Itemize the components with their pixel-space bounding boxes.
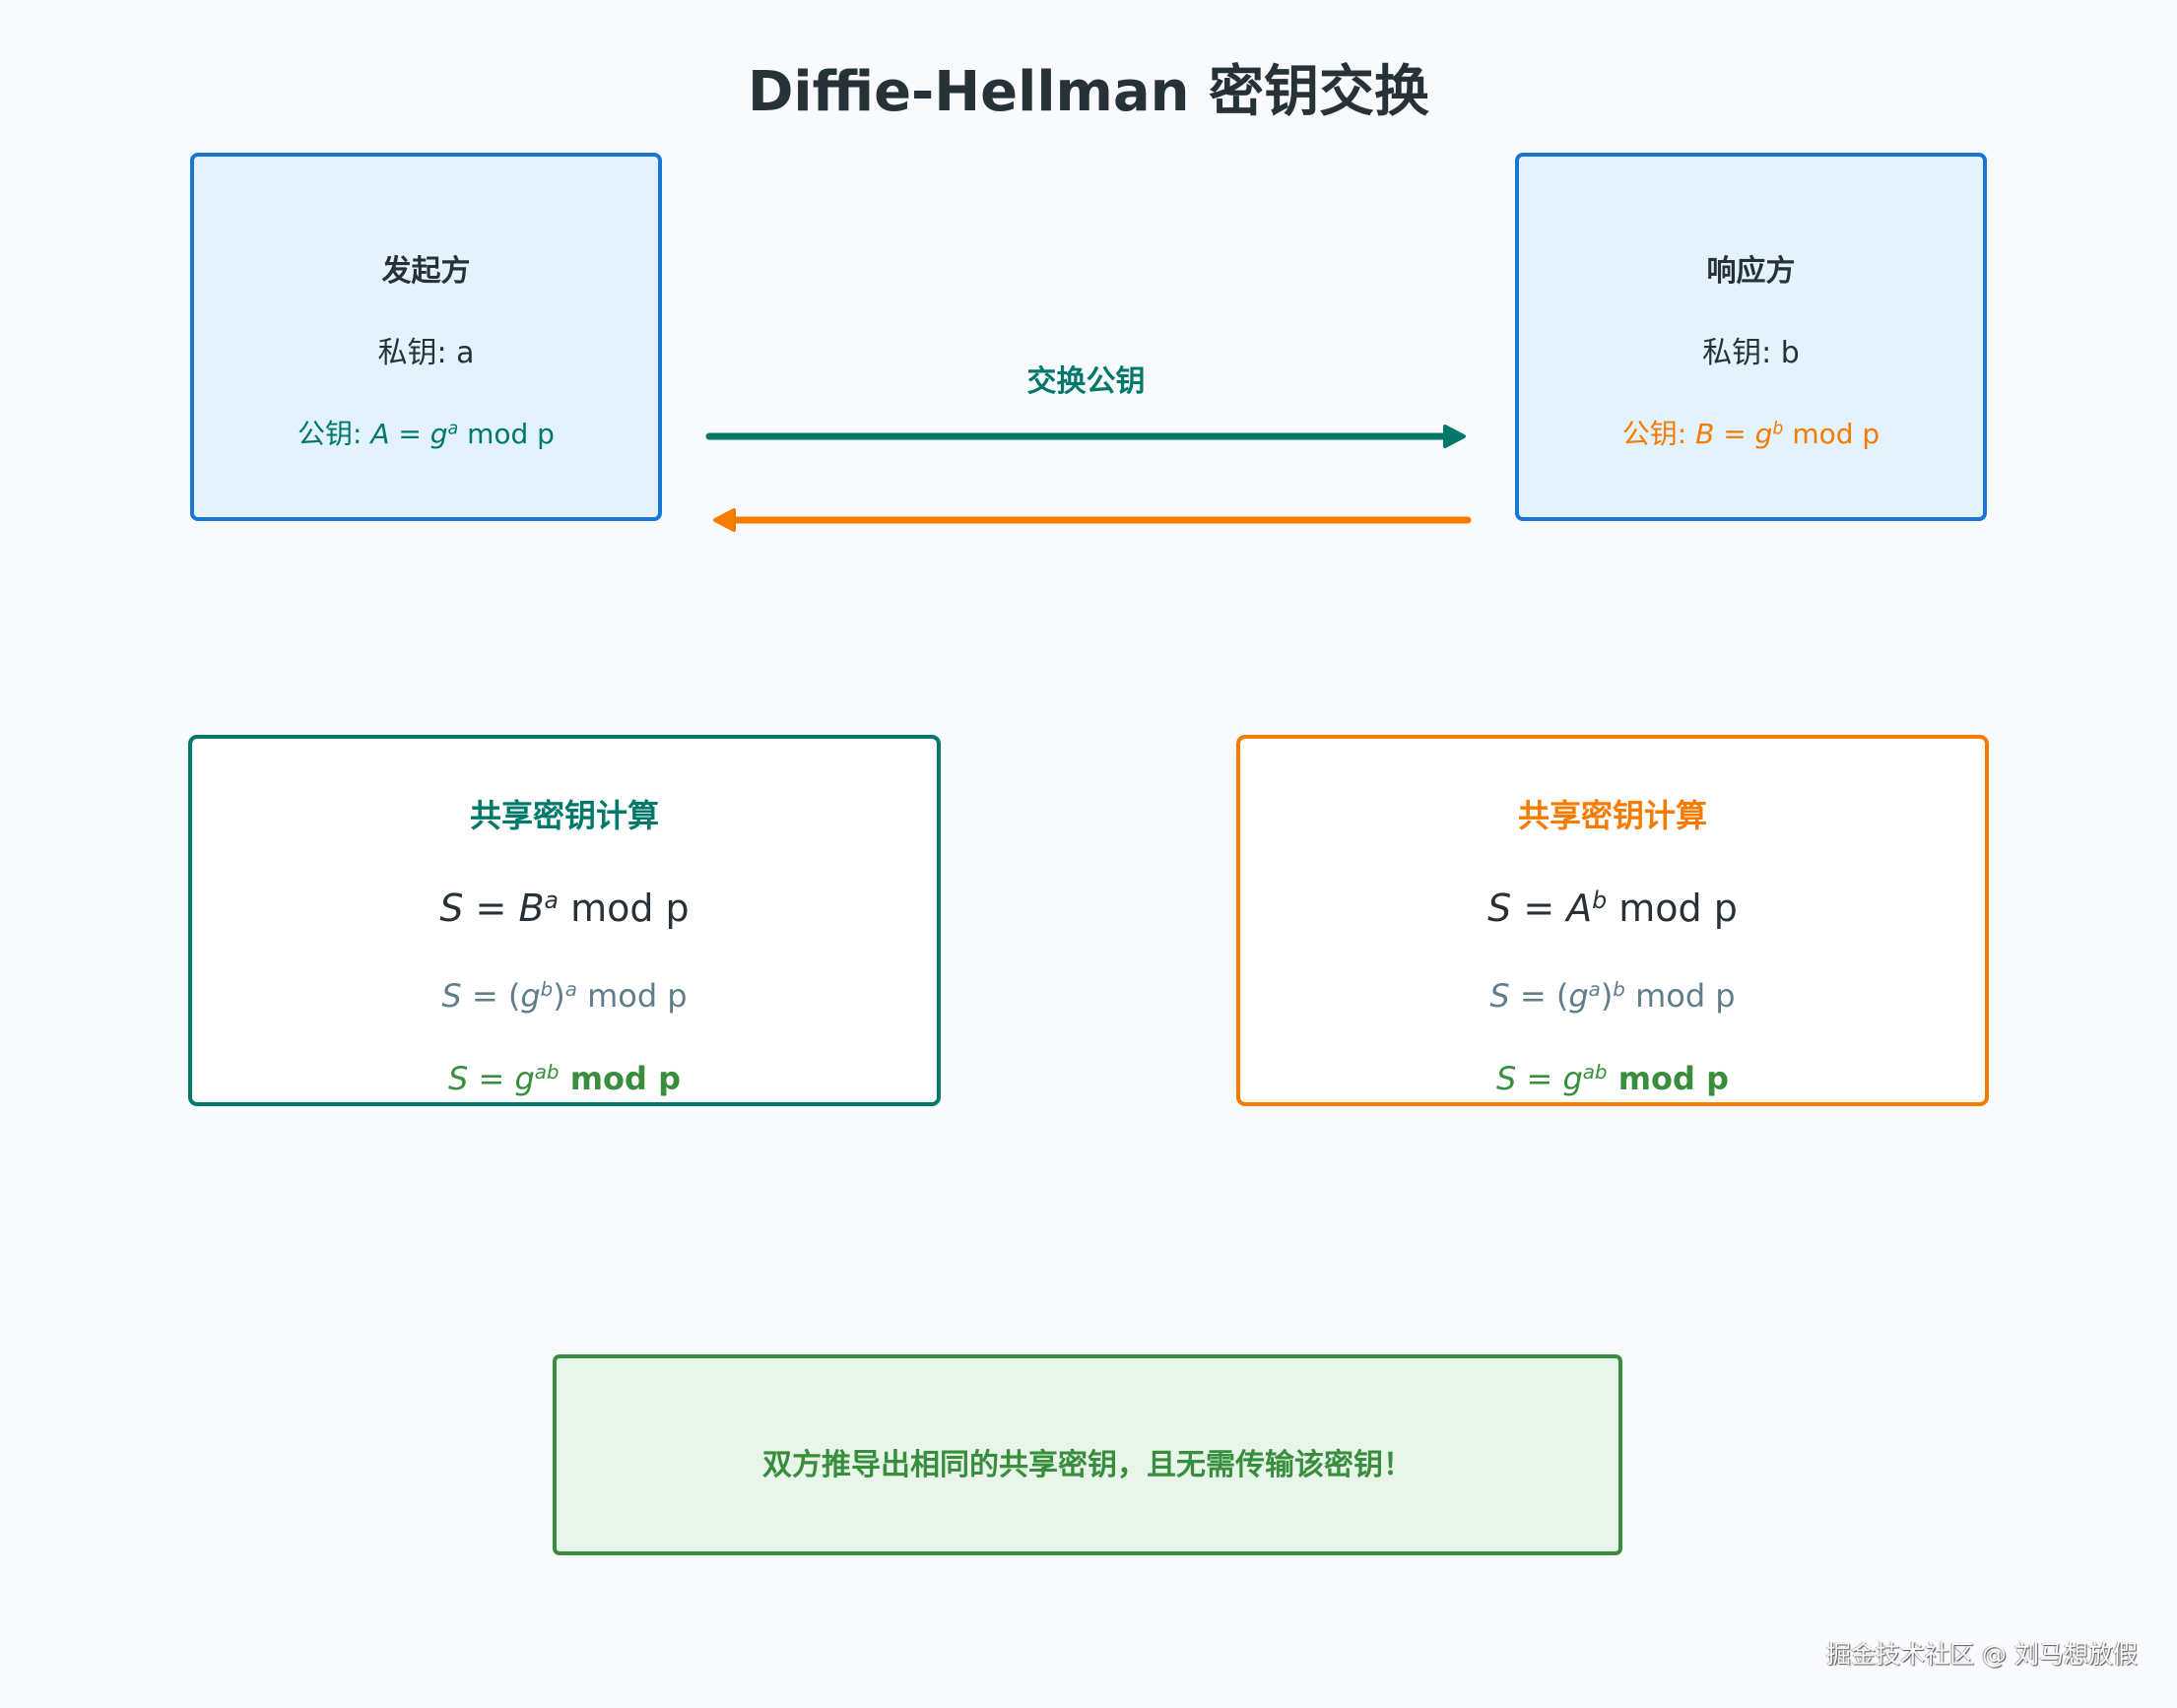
responder-private-key: 私钥: b [1702, 336, 1800, 370]
initiator-heading: 发起方 [381, 254, 471, 289]
watermark: 掘金技术社区 @ 刘马想放假 [1826, 1640, 2138, 1669]
responder-calc-line2: S = (ga)b mod p [1489, 977, 1736, 1015]
responder-calc-line1: S = Ab mod p [1487, 887, 1738, 930]
back-arrow-icon [713, 508, 1472, 532]
summary-text: 双方推导出相同的共享密钥，且无需传输该密钥！ [762, 1448, 1413, 1482]
responder-calc-box: 共享密钥计算 S = Ab mod p S = (ga)b mod p S = … [1236, 735, 1989, 1106]
responder-heading: 响应方 [1706, 254, 1796, 289]
initiator-calc-box: 共享密钥计算 S = Ba mod p S = (gb)a mod p S = … [188, 735, 941, 1106]
initiator-calc-line2: S = (gb)a mod p [441, 977, 688, 1015]
responder-public-key: 公钥: B = gb mod p [1621, 418, 1880, 450]
initiator-calc-heading: 共享密钥计算 [469, 797, 659, 834]
initiator-public-key: 公钥: A = ga mod p [297, 418, 555, 450]
forward-arrow-icon [705, 425, 1466, 448]
summary-box: 双方推导出相同的共享密钥，且无需传输该密钥！ [553, 1354, 1622, 1555]
initiator-calc-line1: S = Ba mod p [439, 887, 690, 930]
responder-calc-result: S = gab mod p [1496, 1060, 1729, 1097]
initiator-private-key: 私钥: a [377, 336, 475, 370]
initiator-calc-result: S = gab mod p [448, 1060, 681, 1097]
responder-box: 响应方 私钥: b 公钥: B = gb mod p [1515, 153, 1987, 521]
exchange-label: 交换公钥 [1026, 364, 1146, 399]
initiator-box: 发起方 私钥: a 公钥: A = ga mod p [190, 153, 662, 521]
responder-calc-heading: 共享密钥计算 [1517, 797, 1707, 834]
diagram-title: Diffie-Hellman 密钥交换 [747, 60, 1430, 124]
